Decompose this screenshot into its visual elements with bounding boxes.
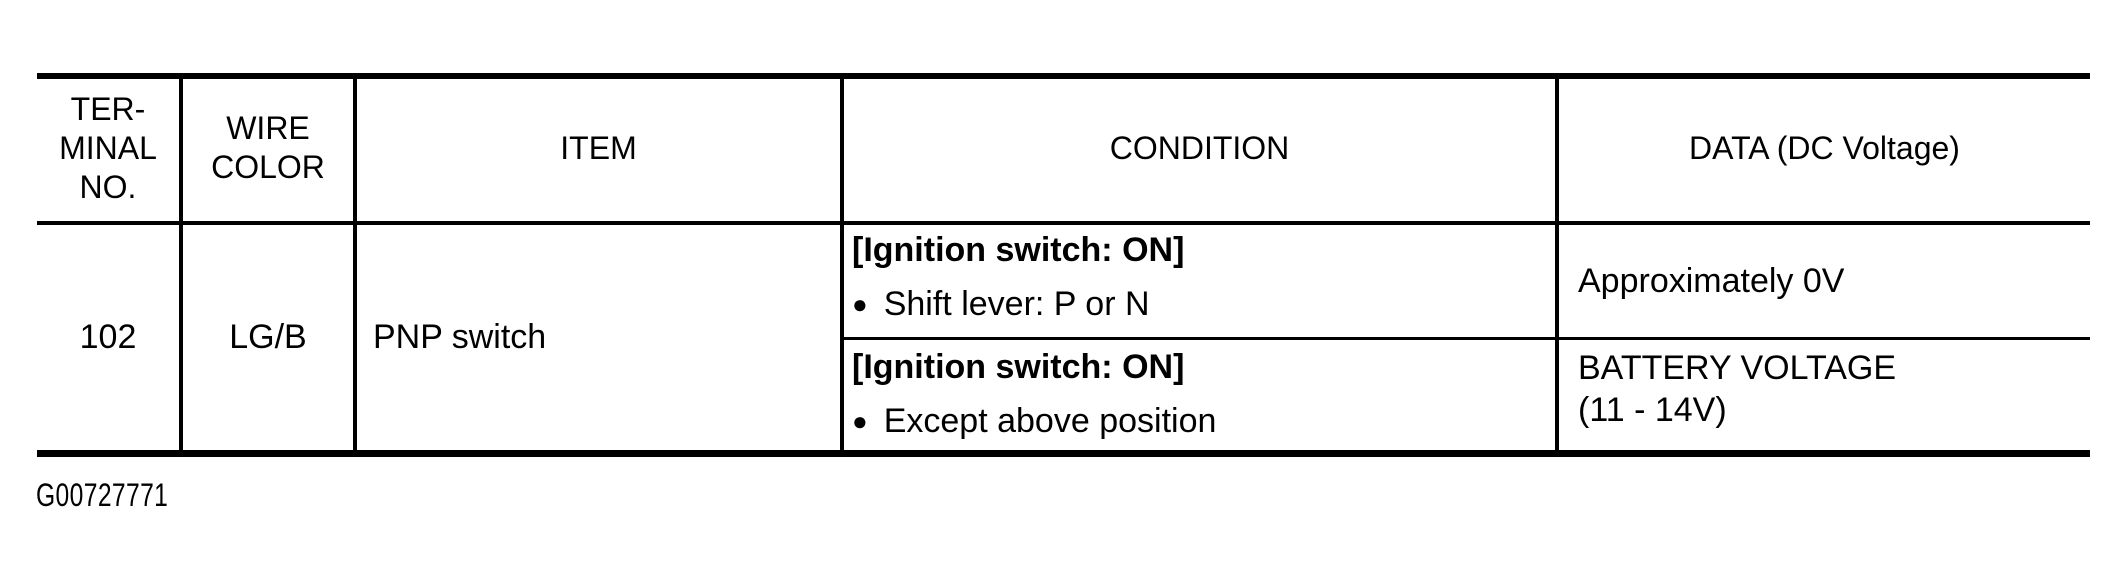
column-divider-terminal-wire <box>179 73 183 457</box>
header-terminal-no: TER- MINAL NO. <box>59 90 157 205</box>
table-bottom-border <box>37 450 2090 457</box>
header-wire-color: WIRE COLOR <box>211 110 325 185</box>
cell-item: PNP switch <box>373 318 547 356</box>
cell-wire-color: LG/B <box>229 318 307 356</box>
cell-terminal-no: 102 <box>79 318 137 356</box>
figure-id: G00727771 <box>36 477 169 513</box>
column-divider-wire-item <box>353 73 357 457</box>
bullet-icon: ● <box>852 406 868 436</box>
cell-condition-2: [Ignition switch: ON] ● Except above pos… <box>852 344 1552 441</box>
condition-2-state: [Ignition switch: ON] <box>852 348 1185 386</box>
header-item: ITEM <box>560 129 637 166</box>
header-separator-line <box>37 221 2090 225</box>
condition-1-detail-row: ● Shift lever: P or N <box>852 284 1552 324</box>
condition-1-state: [Ignition switch: ON] <box>852 231 1185 269</box>
cell-data-2: BATTERY VOLTAGE (11 - 14V) <box>1578 349 1897 429</box>
condition-2-detail-row: ● Except above position <box>852 401 1552 441</box>
column-divider-condition-data <box>1555 73 1559 457</box>
data-1-value: Approximately 0V <box>1578 261 1845 300</box>
condition-1-detail: Shift lever: P or N <box>883 285 1150 323</box>
header-data: DATA (DC Voltage) <box>1689 129 1960 166</box>
bullet-icon: ● <box>852 289 868 319</box>
header-condition: CONDITION <box>1109 129 1290 166</box>
column-divider-item-condition <box>840 73 844 457</box>
cell-condition-1: [Ignition switch: ON] ● Shift lever: P o… <box>852 228 1552 324</box>
condition-2-detail: Except above position <box>883 402 1217 440</box>
subrow-separator-line <box>842 337 2090 340</box>
cell-data-1: Approximately 0V <box>1578 224 2078 338</box>
table-top-border <box>37 73 2090 79</box>
